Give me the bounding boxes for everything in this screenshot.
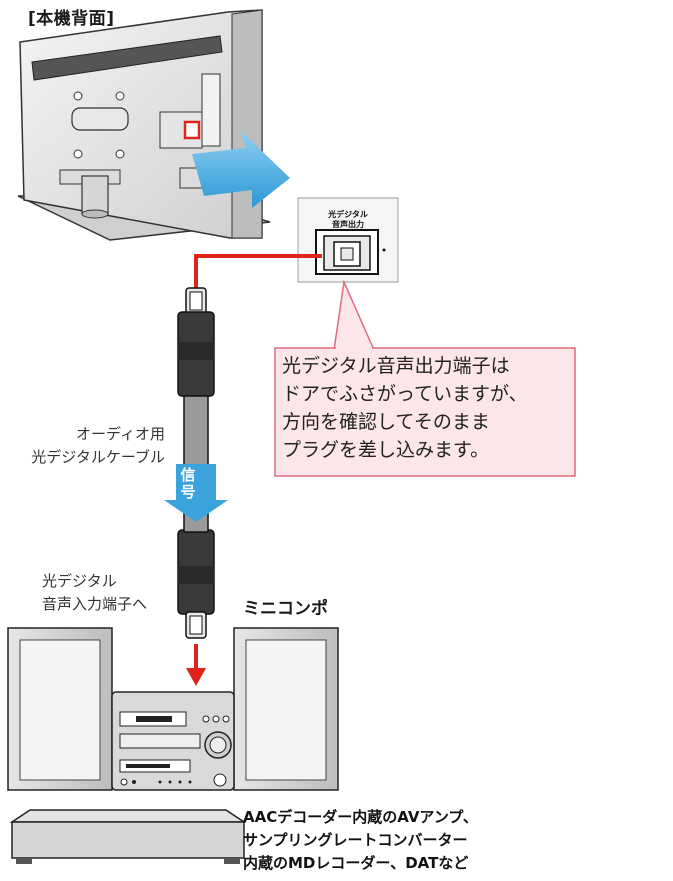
zoom-arrow bbox=[192, 130, 290, 208]
mini-component-system bbox=[7, 627, 339, 791]
callout-text: 光デジタル音声出力端子は ドアでふさがっていますが、 方向を確認してそのまま プ… bbox=[282, 355, 528, 461]
rear-view-label: [本機背面] bbox=[28, 9, 115, 29]
port-label: 光デジタル 音声出力 bbox=[328, 210, 368, 229]
input-arrow bbox=[186, 644, 206, 686]
callout-balloon bbox=[274, 279, 576, 477]
input-terminal-label: 光デジタル 音声入力端子へ bbox=[42, 572, 148, 613]
signal-label: 信 号 bbox=[180, 466, 196, 501]
system-name-label: ミニコンポ bbox=[243, 599, 328, 619]
signal-arrow bbox=[164, 464, 228, 522]
tv-rear-illustration bbox=[17, 9, 271, 241]
cable-label: オーディオ用 光デジタルケーブル bbox=[31, 425, 165, 466]
optical-output-port-closeup bbox=[297, 197, 399, 283]
connection-line bbox=[194, 254, 322, 290]
other-devices-label: AACデコーダー内蔵のAVアンプ、 サンプリングレートコンバーター 内蔵のMDレ… bbox=[243, 808, 478, 872]
av-amp-illustration bbox=[9, 809, 247, 864]
